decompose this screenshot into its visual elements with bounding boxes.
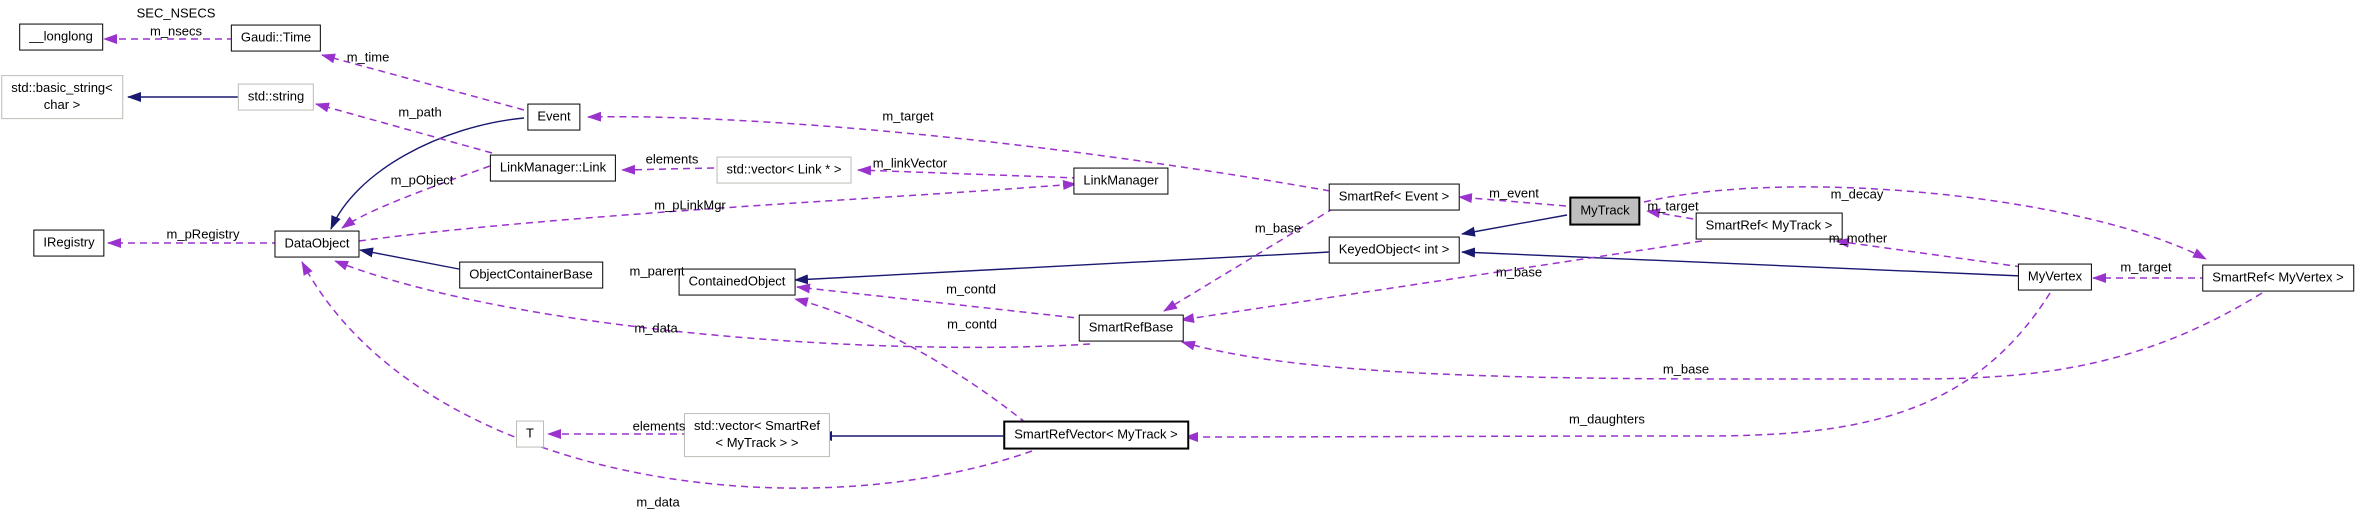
class-node-std-string: std::string: [237, 83, 315, 111]
edge-event-to-dataobject: [330, 117, 525, 230]
class-node-smartrefvector-mytrack[interactable]: SmartRefVector< MyTrack >: [1003, 420, 1189, 450]
edge-mytrack-to-smartrefevent: [1458, 193, 1567, 207]
class-node-label: T: [526, 425, 534, 441]
class-node-label: Gaudi::Time: [240, 29, 312, 45]
edge-label-m-pregistry: m_pRegistry: [166, 226, 240, 242]
edge-label-m-nsecs: m_nsecs: [149, 23, 203, 39]
edge-smartrefevent-to-base: [1163, 207, 1335, 312]
edge-label-m-linkvector: m_linkVector: [872, 155, 948, 171]
class-node-label: std::vector< SmartRef: [693, 418, 821, 434]
edge-label-m-base-myvertex: m_base: [1662, 361, 1710, 377]
edge-label-m-parent: m_parent: [629, 263, 685, 279]
class-node-std-vector-smartref: std::vector< SmartRef< MyTrack > >: [683, 413, 831, 457]
edge-label-m-data-2: m_data: [636, 494, 680, 510]
edge-label-m-contd-1: m_contd: [946, 281, 996, 297]
edge-label-m-time: m_time: [346, 49, 390, 65]
edge-label-m-contd-2: m_contd: [947, 316, 997, 332]
class-node-objectcontainerbase[interactable]: ObjectContainerBase: [459, 261, 603, 289]
edge-srv-to-dataobject: [301, 261, 1033, 489]
class-node-mytrack: MyTrack: [1569, 196, 1641, 226]
class-node-std-vector-link: std::vector< Link * >: [716, 156, 852, 184]
edge-label-sec-nsecs: SEC_NSECS: [136, 5, 216, 21]
class-node-label: KeyedObject< int >: [1338, 241, 1450, 257]
class-node-label: __longlong: [29, 28, 93, 44]
class-node-event[interactable]: Event: [527, 103, 581, 131]
class-node-label: LinkManager: [1083, 172, 1159, 188]
edge-srv-to-containedobject: [794, 297, 1027, 424]
class-node-containedobject[interactable]: ContainedObject: [678, 268, 796, 296]
class-node-label: Event: [537, 108, 571, 124]
edge-smartrefmyvertex-to-base: [1181, 292, 2263, 380]
class-node-label: ContainedObject: [688, 273, 786, 289]
class-node-myvertex[interactable]: MyVertex: [2017, 263, 2093, 291]
edge-myvertex-to-keyedobject: [1461, 247, 2023, 277]
class-node-smartref-event[interactable]: SmartRef< Event >: [1328, 183, 1460, 211]
edge-label-m-mother: m_mother: [1828, 230, 1888, 246]
class-node-label: std::string: [247, 88, 305, 104]
class-node-label: SmartRef< Event >: [1338, 188, 1450, 204]
class-node-label: < MyTrack > >: [715, 435, 799, 450]
edge-myvertex-to-smartrefmytrack: [1835, 237, 2023, 268]
class-node-label: SmartRefVector< MyTrack >: [1014, 426, 1178, 442]
class-node-gaudi-time[interactable]: Gaudi::Time: [230, 24, 322, 52]
edge-smartrefevent-to-event: [587, 111, 1331, 192]
class-node-label: MyVertex: [2027, 268, 2083, 284]
edge-label-m-plinkmgr: m_pLinkMgr: [654, 197, 726, 213]
class-node-dataobject[interactable]: DataObject: [274, 230, 360, 258]
edge-label-m-target-myvertex: m_target: [2120, 259, 2172, 275]
class-node-iregistry[interactable]: IRegistry: [33, 229, 105, 257]
class-node-longlong[interactable]: __longlong: [19, 23, 103, 51]
class-node-label: char >: [43, 97, 81, 112]
class-node-label: SmartRef< MyVertex >: [2212, 269, 2344, 285]
edge-vectorlink-to-link: [621, 164, 715, 175]
class-node-label: IRegistry: [43, 234, 95, 250]
edge-label-m-target-event: m_target: [882, 108, 934, 124]
edge-dataobject-to-linkmanager: [358, 180, 1077, 242]
class-node-label: LinkManager::Link: [499, 159, 607, 175]
edge-event-to-gauditime: [321, 53, 525, 111]
class-node-keyedobject-int[interactable]: KeyedObject< int >: [1328, 236, 1460, 264]
class-node-smartref-myvertex[interactable]: SmartRef< MyVertex >: [2202, 264, 2354, 292]
class-node-linkmanager[interactable]: LinkManager: [1073, 167, 1169, 195]
edge-link-to-stdstring: [315, 102, 493, 154]
class-node-label: std::basic_string<: [11, 80, 113, 96]
class-node-label: ObjectContainerBase: [469, 266, 593, 282]
class-node-t: T: [516, 420, 544, 448]
class-node-smartrefbase[interactable]: SmartRefBase: [1078, 314, 1184, 342]
edge-label-m-decay: m_decay: [1830, 186, 1884, 202]
class-node-label: std::vector< Link * >: [726, 161, 842, 177]
edge-label-m-event: m_event: [1489, 185, 1539, 201]
edge-label-m-base-mytrack: m_base: [1495, 264, 1543, 280]
class-node-smartref-mytrack[interactable]: SmartRef< MyTrack >: [1695, 212, 1843, 240]
edge-label-m-pobject: m_pObject: [390, 172, 454, 188]
class-node-linkmanager-link[interactable]: LinkManager::Link: [489, 154, 617, 182]
edge-label-m-daughters: m_daughters: [1569, 411, 1645, 427]
edge-label-m-path: m_path: [398, 104, 442, 120]
edge-mytrack-to-smartrefmyvertex: [1643, 186, 2207, 260]
edge-label-m-data-1: m_data: [634, 320, 678, 336]
edge-smartrefbase-to-containedobject: [796, 283, 1087, 320]
class-node-label: MyTrack: [1580, 202, 1630, 218]
edge-keyedobject-to-containedobject: [794, 251, 1331, 285]
edge-label-m-target-mytrack: m_target: [1647, 198, 1699, 214]
edge-label-m-base-event: m_base: [1254, 220, 1302, 236]
class-node-label: DataObject: [284, 235, 350, 251]
edge-linkmanager-to-vectorlink: [857, 165, 1080, 179]
edge-smartrefmytrack-to-base: [1180, 240, 1703, 323]
edge-label-elements-t: elements: [632, 418, 686, 434]
edge-myvertex-to-srv-daughters: [1184, 292, 2051, 442]
edge-ocb-to-dataobject: [359, 247, 465, 271]
class-node-label: SmartRefBase: [1088, 319, 1174, 335]
edge-mytrack-to-keyedobject: [1461, 214, 1568, 237]
edge-link-to-dataobject: [341, 165, 491, 229]
edge-label-elements-link: elements: [645, 151, 699, 167]
edge-smartrefmytrack-to-mytrack: [1646, 208, 1706, 222]
class-node-label: SmartRef< MyTrack >: [1705, 217, 1833, 233]
class-node-std-basic-string: std::basic_string<char >: [1, 75, 123, 119]
